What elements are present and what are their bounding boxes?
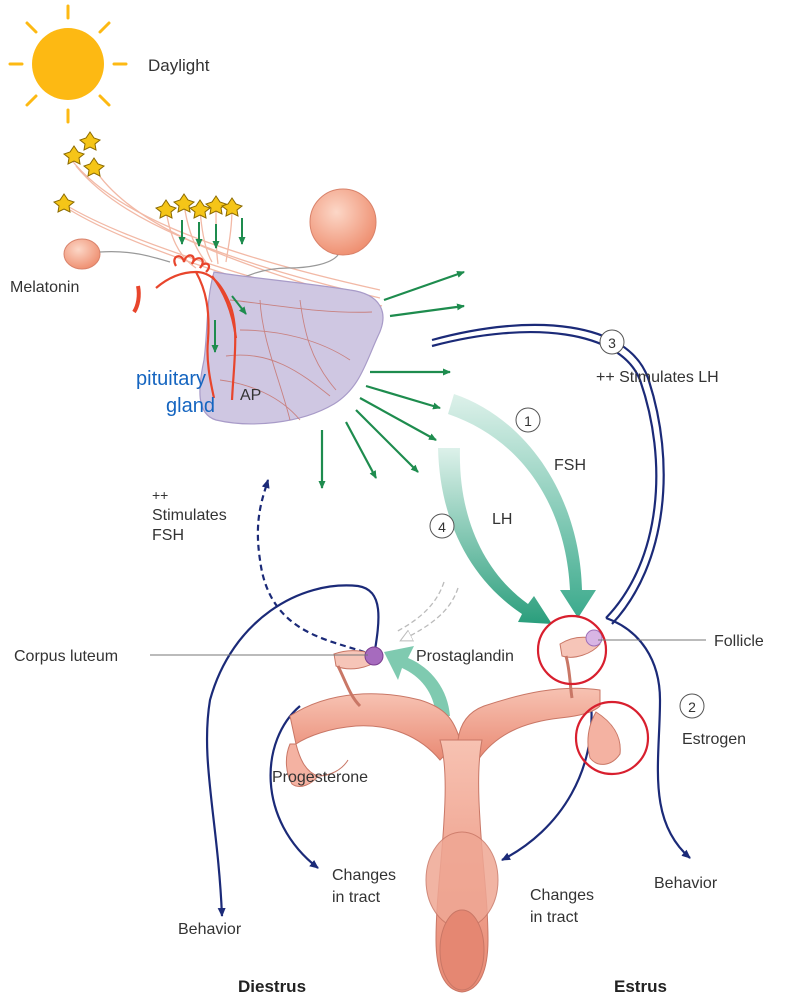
lh-label: LH [492,511,512,528]
behavior-right-label: Behavior [654,875,718,892]
corpus-luteum-icon [365,647,383,665]
stimulates-fsh-line3: FSH [152,527,184,544]
estrus-label: Estrus [614,977,667,996]
stimulates-fsh-label: ++ Stimulates FSH [152,487,227,544]
step-2-number: 2 [688,699,696,715]
behavior-left-label: Behavior [178,921,242,938]
step-2-badge: 2 [680,694,704,718]
prostaglandin-label: Prostaglandin [416,648,514,665]
changes-right-line2: in tract [530,909,579,926]
daylight-label: Daylight [148,56,210,75]
melatonin-label: Melatonin [10,279,79,296]
hypothalamic-neurons [54,132,242,218]
luteolysis-dashed-arrow [396,582,458,640]
ap-label: AP [240,387,261,404]
pineal-gland [64,239,170,269]
changes-left-line2: in tract [332,889,381,906]
fsh-label: FSH [554,457,586,474]
anterior-pituitary [200,272,383,424]
sun-icon [10,6,126,122]
step-1-number: 1 [524,413,532,429]
step-3-badge: 3 [600,330,624,354]
follicle-icon [586,630,602,646]
changes-left-line1: Changes [332,867,396,884]
stimulates-fsh-line1: ++ [152,487,168,503]
pituitary-label-line2: gland [166,395,215,417]
step-4-badge: 4 [430,514,454,538]
step-4-number: 4 [438,519,446,535]
follicle-label: Follicle [714,633,764,650]
hypothalamus-ball [238,189,376,280]
estrogen-label: Estrogen [682,731,746,748]
step-3-number: 3 [608,335,616,351]
corpus-luteum-label: Corpus luteum [14,648,118,665]
progesterone-label: Progesterone [272,769,368,786]
stimulates-lh-label: ++ Stimulates LH [596,369,719,386]
diestrus-label: Diestrus [238,977,306,996]
step-1-badge: 1 [516,408,540,432]
pituitary-label-line1: pituitary [136,368,206,390]
stimulates-fsh-line2: Stimulates [152,507,227,524]
changes-right-line1: Changes [530,887,594,904]
reproductive-tract [286,688,620,992]
